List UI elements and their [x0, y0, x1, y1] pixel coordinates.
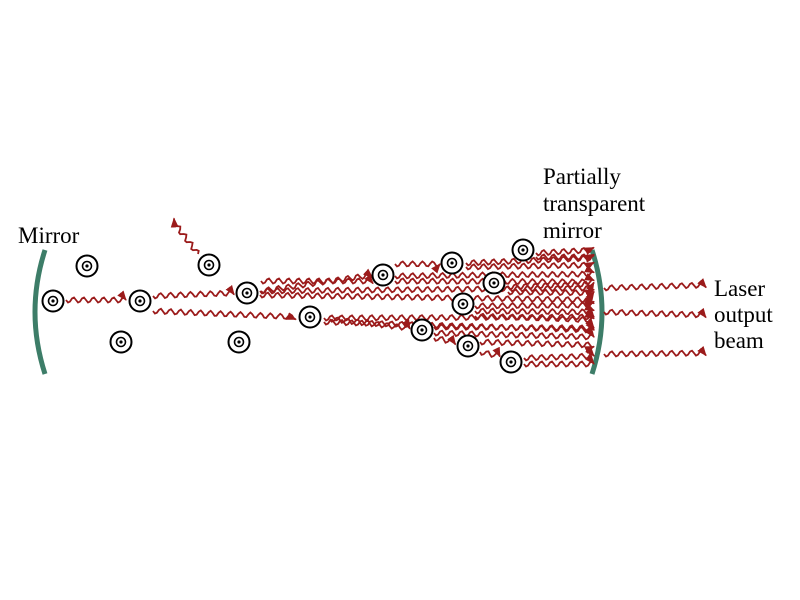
photon-wave — [535, 246, 595, 257]
photon-wave — [65, 290, 127, 304]
photon-wave — [152, 284, 235, 300]
atom-icon — [511, 238, 535, 262]
photon-wave — [170, 217, 200, 255]
output-beam-label-line-2: output — [714, 302, 773, 327]
atom-icon — [41, 289, 65, 313]
photon-wave — [603, 278, 707, 292]
atom-icon — [410, 318, 434, 342]
output-beam-label-line-1: Laser — [714, 276, 765, 301]
photon-wave — [535, 253, 595, 263]
photon-wave — [260, 273, 374, 285]
photon-wave — [394, 260, 441, 274]
photon-wave — [323, 307, 595, 322]
photon-wave — [259, 291, 595, 310]
photon-wave — [603, 345, 707, 358]
output-beam-label-line-3: beam — [714, 328, 764, 353]
atom-icon — [109, 330, 133, 354]
atom-icon — [440, 251, 464, 275]
right-mirror — [589, 249, 605, 375]
output-beam-label: Laser output beam — [714, 276, 779, 353]
photon-wave — [507, 280, 595, 293]
photon-wave — [479, 346, 501, 359]
photon-waves — [65, 217, 707, 368]
right-mirror-label: Partially transparent mirror — [543, 164, 651, 243]
photon-wave — [474, 302, 595, 316]
photon-wave — [523, 346, 595, 362]
atoms — [41, 238, 535, 374]
atom-icon — [298, 305, 322, 329]
photon-wave — [433, 327, 595, 341]
photon-wave — [474, 295, 595, 310]
atom-icon — [482, 271, 506, 295]
atom-icon — [371, 263, 395, 287]
atom-icon — [235, 281, 259, 305]
photon-wave — [465, 261, 595, 271]
photon-wave — [474, 310, 595, 324]
atom-icon — [128, 289, 152, 313]
photon-wave — [479, 338, 595, 354]
right-mirror-label-line-1: Partially — [543, 164, 621, 189]
photon-wave — [465, 254, 595, 267]
atom-icon — [499, 350, 523, 374]
photon-wave — [523, 354, 595, 368]
photon-wave — [152, 307, 297, 321]
photon-wave — [603, 307, 707, 319]
right-mirror-label-line-2: transparent — [543, 191, 646, 216]
atom-icon — [197, 253, 221, 277]
photon-wave — [433, 318, 595, 332]
right-mirror-label-line-3: mirror — [543, 218, 602, 243]
photon-wave — [507, 288, 595, 302]
atom-icon — [227, 330, 251, 354]
atom-icon — [75, 254, 99, 278]
photon-wave — [433, 334, 457, 346]
left-mirror-label: Mirror — [18, 223, 80, 248]
left-mirror — [32, 249, 48, 375]
photon-wave — [329, 316, 411, 331]
atom-icon — [456, 334, 480, 358]
atom-icon — [451, 292, 475, 316]
